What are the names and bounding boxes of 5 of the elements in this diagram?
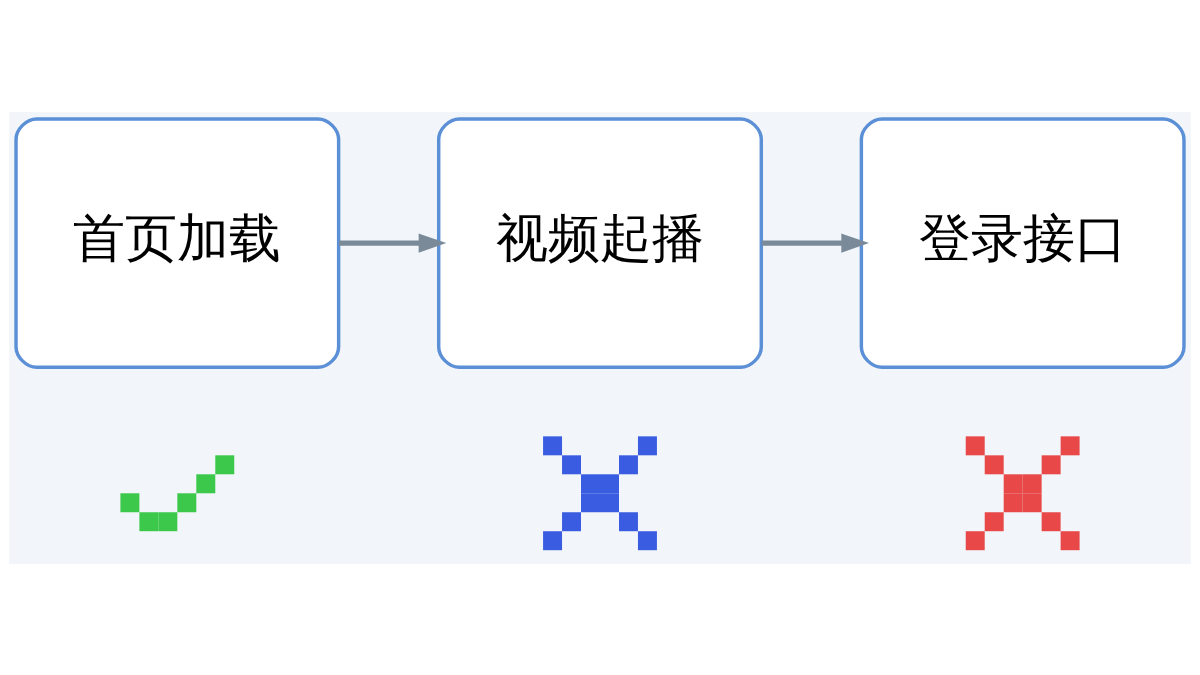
node-box: 首页加载 xyxy=(14,116,341,369)
arrow xyxy=(761,232,869,253)
arrow xyxy=(339,232,447,253)
node-box: 登录接口 xyxy=(859,116,1186,369)
node-box: 视频起播 xyxy=(436,116,764,369)
